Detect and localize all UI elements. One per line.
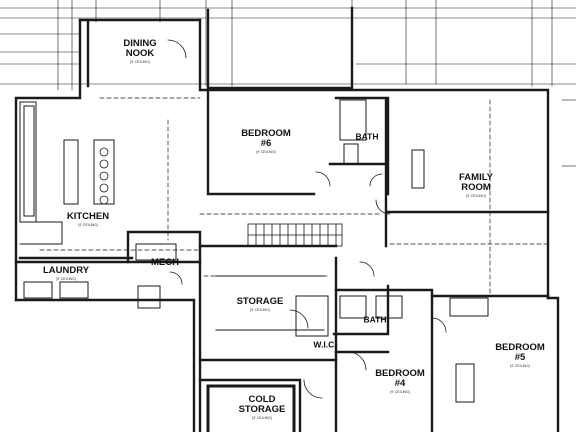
wic-name: W.I.C.	[313, 339, 337, 350]
bedroom-6-name: BEDROOM #6	[241, 128, 291, 150]
stair	[247, 223, 343, 247]
laundry-name: LAUNDRY	[42, 265, 90, 277]
room-label-mech: MECH	[151, 258, 179, 268]
bath-upper-name: BATH	[355, 131, 379, 142]
kitchen-ceiling: (9' CEILING)	[78, 223, 98, 228]
laundry-ceiling: (9' CEILING)	[56, 277, 76, 282]
bedroom-5-name: BEDROOM #5	[495, 342, 545, 364]
room-label-laundry: LAUNDRY (9' CEILING)	[43, 266, 89, 282]
room-label-storage: STORAGE (9' CEILING)	[237, 297, 284, 313]
room-label-bedroom-5: BEDROOM #5 (9' CEILING)	[495, 343, 545, 369]
bath-lower-name: BATH	[363, 314, 387, 325]
walls	[14, 6, 560, 432]
door-swings	[167, 39, 447, 399]
dashed-lines	[39, 97, 549, 297]
room-label-cold-storage: COLD STORAGE (9' CEILING)	[239, 395, 286, 421]
mech-name: MECH	[151, 257, 179, 269]
interior-lines	[19, 99, 489, 403]
room-label-bath-lower: BATH	[363, 314, 387, 325]
room-label-bedroom-6: BEDROOM #6 (9' CEILING)	[241, 129, 291, 155]
dining-nook-name: DINING NOOK	[123, 38, 157, 60]
bedroom-4-name: BEDROOM #4	[375, 368, 425, 390]
room-label-wic: W.I.C.	[313, 339, 337, 350]
kitchen-name: KITCHEN	[66, 211, 110, 223]
family-room-ceiling: (9' CEILING)	[466, 194, 486, 199]
bedroom-4-ceiling: (9' CEILING)	[390, 390, 410, 395]
storage-name: STORAGE	[236, 296, 284, 308]
room-label-dining-nook: DINING NOOK (9' CEILING)	[123, 39, 156, 65]
room-label-bedroom-4: BEDROOM #4 (9' CEILING)	[375, 369, 425, 395]
cold-storage-walls	[206, 384, 296, 432]
room-label-bath-upper: BATH	[355, 131, 379, 142]
cold-storage-name: COLD STORAGE	[238, 394, 286, 416]
cold-storage-ceiling: (9' CEILING)	[252, 416, 272, 421]
room-label-kitchen: KITCHEN (9' CEILING)	[67, 212, 109, 228]
room-label-family-room: FAMILY ROOM (9' CEILING)	[459, 173, 493, 199]
bedroom-6-ceiling: (9' CEILING)	[256, 150, 276, 155]
family-room-name: FAMILY ROOM	[459, 172, 493, 194]
storage-ceiling: (9' CEILING)	[250, 308, 270, 313]
bedroom-5-ceiling: (9' CEILING)	[510, 364, 530, 369]
dining-nook-ceiling: (9' CEILING)	[130, 60, 150, 65]
kitchen-stools	[99, 147, 109, 205]
